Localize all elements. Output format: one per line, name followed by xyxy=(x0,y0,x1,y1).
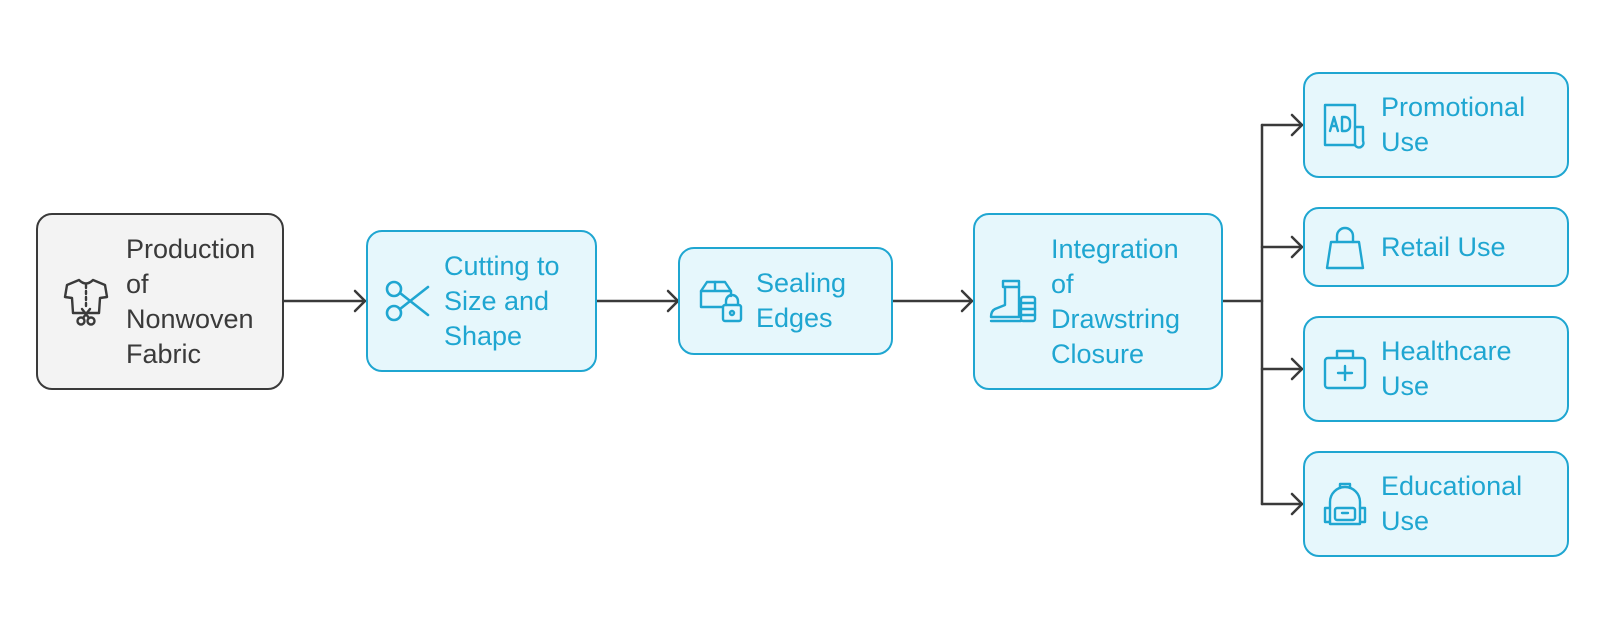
boot-spool-icon xyxy=(977,277,1051,327)
node-promotional[interactable]: Promotional Use xyxy=(1303,72,1569,178)
node-promotional-label: Promotional Use xyxy=(1381,92,1526,157)
arrowhead-cutting xyxy=(353,289,367,313)
arrowhead-drawstring xyxy=(960,289,974,313)
node-retail[interactable]: Retail Use xyxy=(1303,207,1569,287)
node-drawstring[interactable]: Integration of Drawstring Closure xyxy=(973,213,1223,390)
node-cutting-label: Cutting to Size and Shape xyxy=(444,250,560,351)
node-retail-label: Retail Use xyxy=(1381,231,1506,262)
scissors-icon xyxy=(372,277,444,325)
arrowhead-educational xyxy=(1290,492,1304,516)
node-educational-label: Educational Use xyxy=(1381,471,1523,536)
ad-icon xyxy=(1309,101,1381,149)
medical-kit-icon xyxy=(1309,346,1381,392)
shopping-bag-icon xyxy=(1309,224,1381,270)
node-educational[interactable]: Educational Use xyxy=(1303,451,1569,557)
node-drawstring-label: Integration of Drawstring Closure xyxy=(1051,233,1181,369)
node-production[interactable]: Production of Nonwoven Fabric xyxy=(36,213,284,390)
node-healthcare-label: Healthcare Use xyxy=(1381,336,1512,401)
arrowhead-healthcare xyxy=(1290,357,1304,381)
box-lock-icon xyxy=(684,277,756,325)
arrowhead-promotional xyxy=(1290,113,1304,137)
node-healthcare[interactable]: Healthcare Use xyxy=(1303,316,1569,422)
shirt-scissors-icon xyxy=(46,277,126,327)
node-cutting[interactable]: Cutting to Size and Shape xyxy=(366,230,597,372)
node-sealing-label: Sealing Edges xyxy=(756,268,847,333)
node-production-label: Production of Nonwoven Fabric xyxy=(126,233,256,369)
arrowhead-retail xyxy=(1290,235,1304,259)
node-sealing[interactable]: Sealing Edges xyxy=(678,247,893,355)
backpack-icon xyxy=(1309,480,1381,528)
